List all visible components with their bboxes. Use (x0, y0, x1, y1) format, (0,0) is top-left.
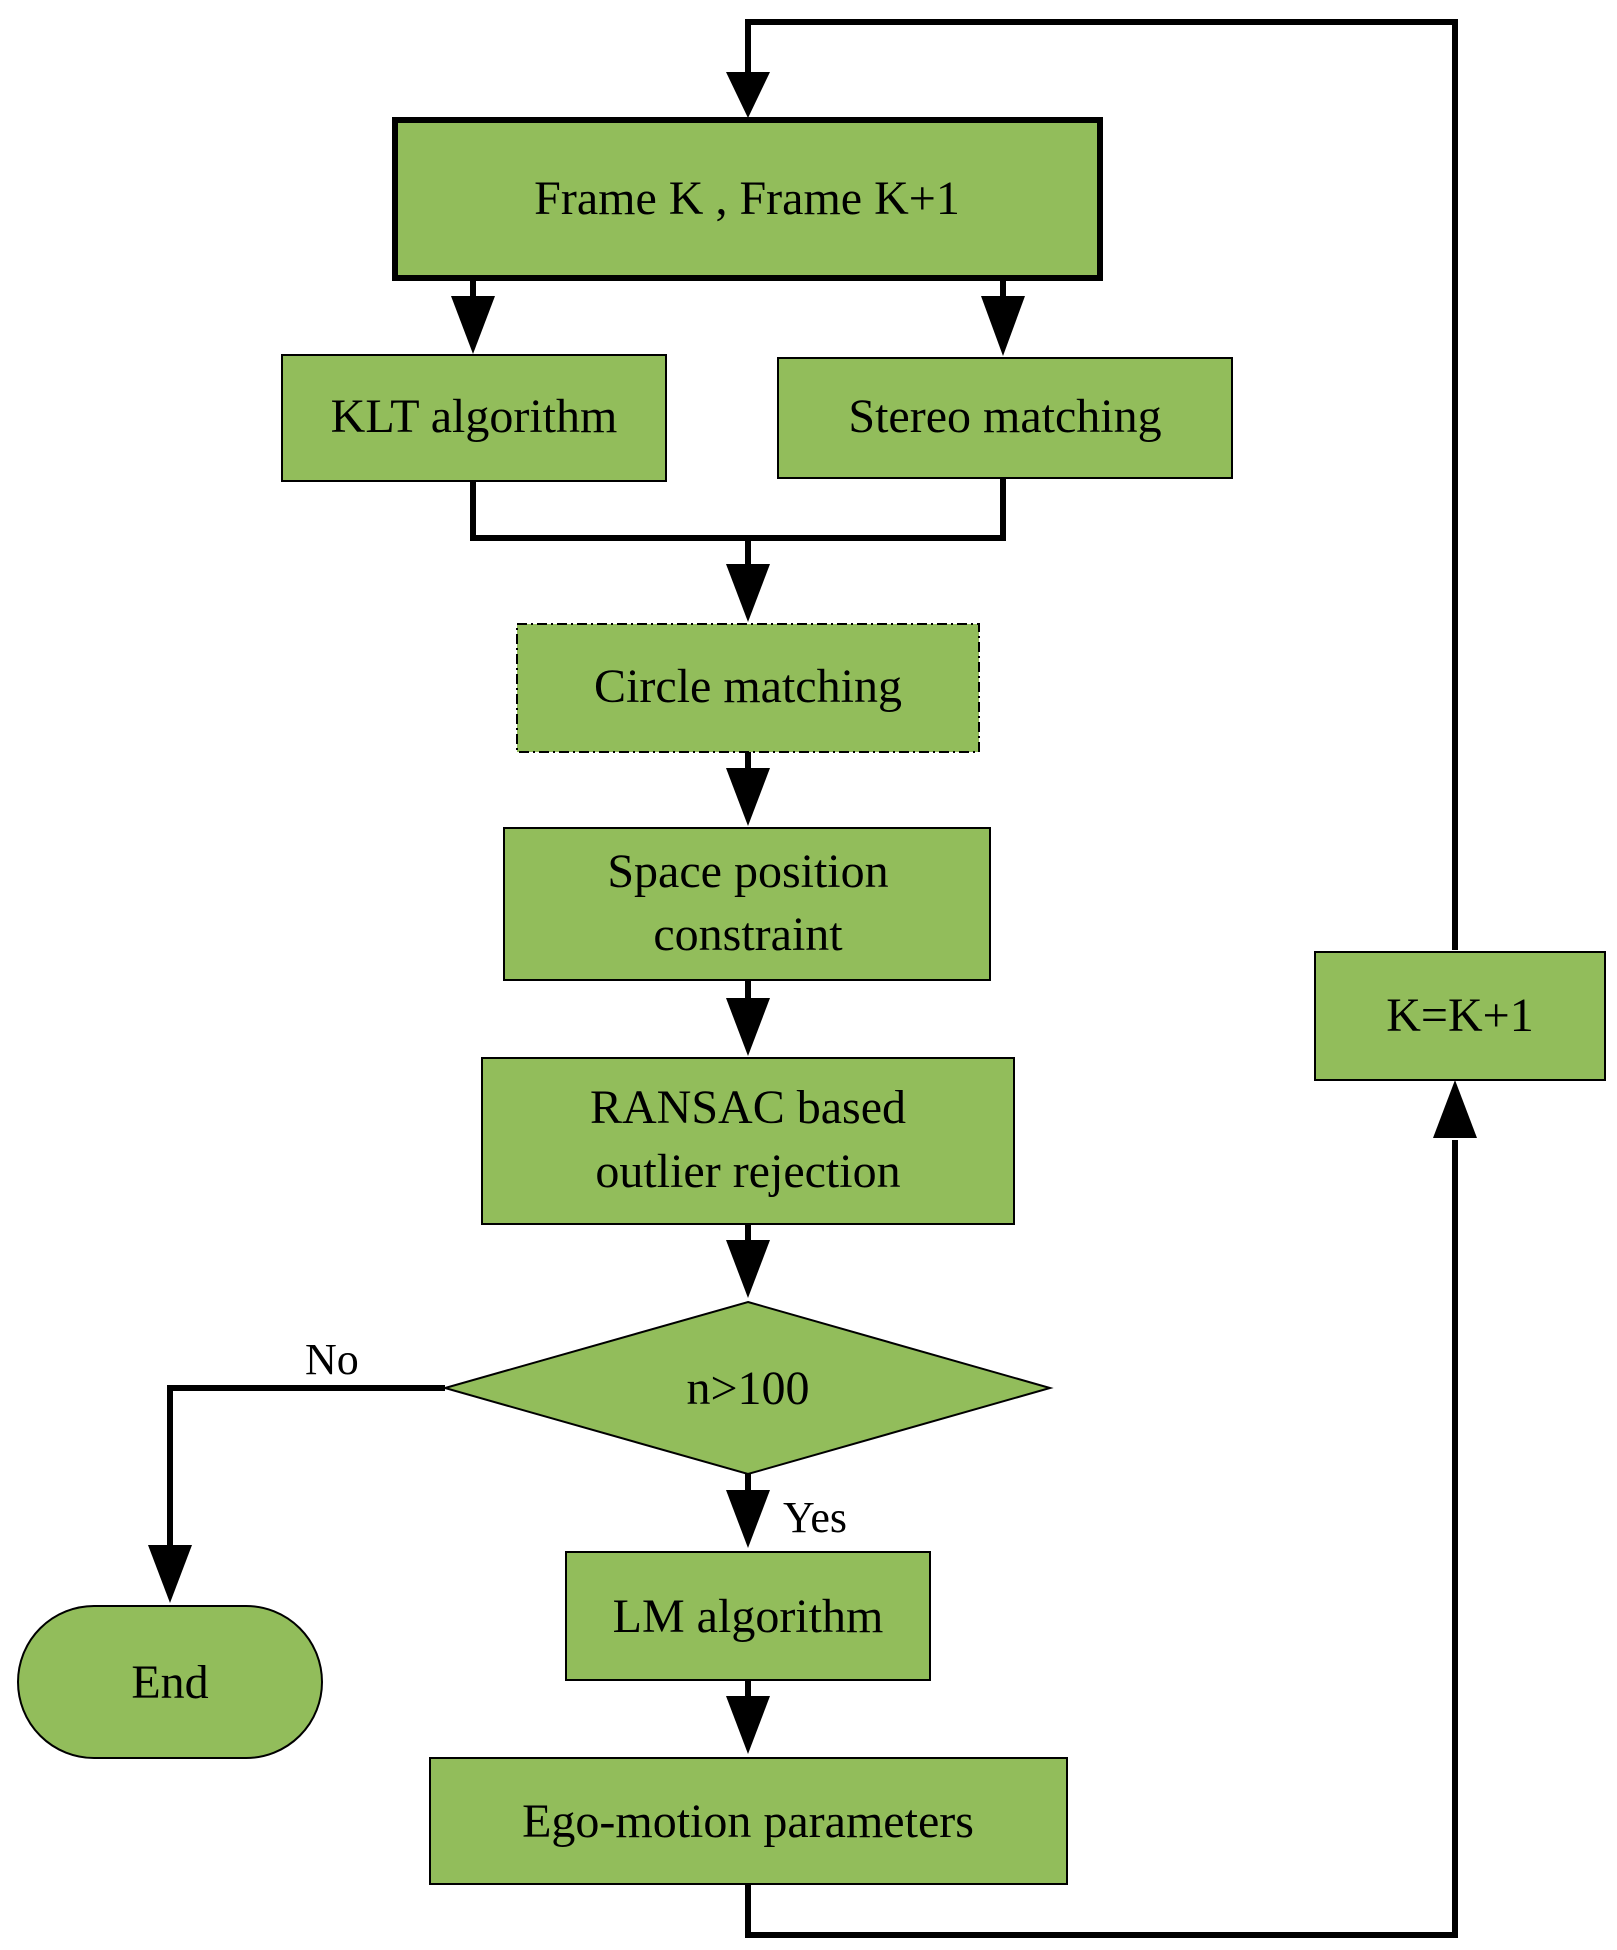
edge-loop-top (745, 19, 1458, 950)
node-ransac: RANSAC based outlier rejection (481, 1057, 1015, 1225)
node-klt: KLT algorithm (281, 354, 667, 482)
node-ego-label: Ego-motion parameters (522, 1795, 974, 1848)
node-space-label-line1: Space position (607, 845, 888, 898)
edge-decision-end (167, 1385, 445, 1560)
arrowhead-into-frames (726, 72, 770, 118)
node-stereo-label: Stereo matching (848, 390, 1161, 443)
node-end-label: End (131, 1656, 208, 1709)
arrowhead-into-end (148, 1545, 192, 1603)
node-lm-label: LM algorithm (613, 1590, 884, 1643)
arrowhead-into-ransac (726, 998, 770, 1056)
node-frames: Frame K , Frame K+1 (392, 117, 1103, 281)
node-circle: Circle matching (516, 623, 980, 753)
arrowhead-into-circle (726, 564, 770, 622)
arrowhead-into-lm (726, 1490, 770, 1548)
node-circle-label: Circle matching (594, 660, 902, 713)
edge-label-no: No (305, 1335, 359, 1384)
edge-loop-bottom (745, 1140, 1458, 1938)
node-decision: n>100 (441, 1300, 1054, 1476)
node-ego: Ego-motion parameters (429, 1757, 1068, 1885)
arrowhead-into-klt (451, 296, 495, 354)
node-decision-label: n>100 (686, 1362, 809, 1415)
arrowhead-into-ego (726, 1696, 770, 1754)
node-stereo: Stereo matching (777, 357, 1233, 479)
node-ransac-label-line2: outlier rejection (595, 1145, 900, 1198)
node-end: End (17, 1605, 323, 1759)
node-space-label-line2: constraint (653, 908, 843, 961)
node-ransac-label-line1: RANSAC based (590, 1081, 906, 1134)
arrowhead-into-increment (1433, 1080, 1477, 1138)
node-increment: K=K+1 (1314, 951, 1606, 1081)
node-increment-label: K=K+1 (1386, 989, 1533, 1042)
arrowhead-into-stereo (981, 296, 1025, 356)
node-klt-label: KLT algorithm (331, 390, 618, 443)
edge-klt-merge (470, 478, 1006, 541)
node-space: Space position constraint (503, 827, 991, 981)
arrowhead-into-space (726, 768, 770, 826)
node-frames-label: Frame K , Frame K+1 (534, 172, 960, 225)
arrowhead-into-decision (726, 1240, 770, 1298)
edge-label-yes: Yes (783, 1493, 847, 1542)
node-lm: LM algorithm (565, 1551, 931, 1681)
